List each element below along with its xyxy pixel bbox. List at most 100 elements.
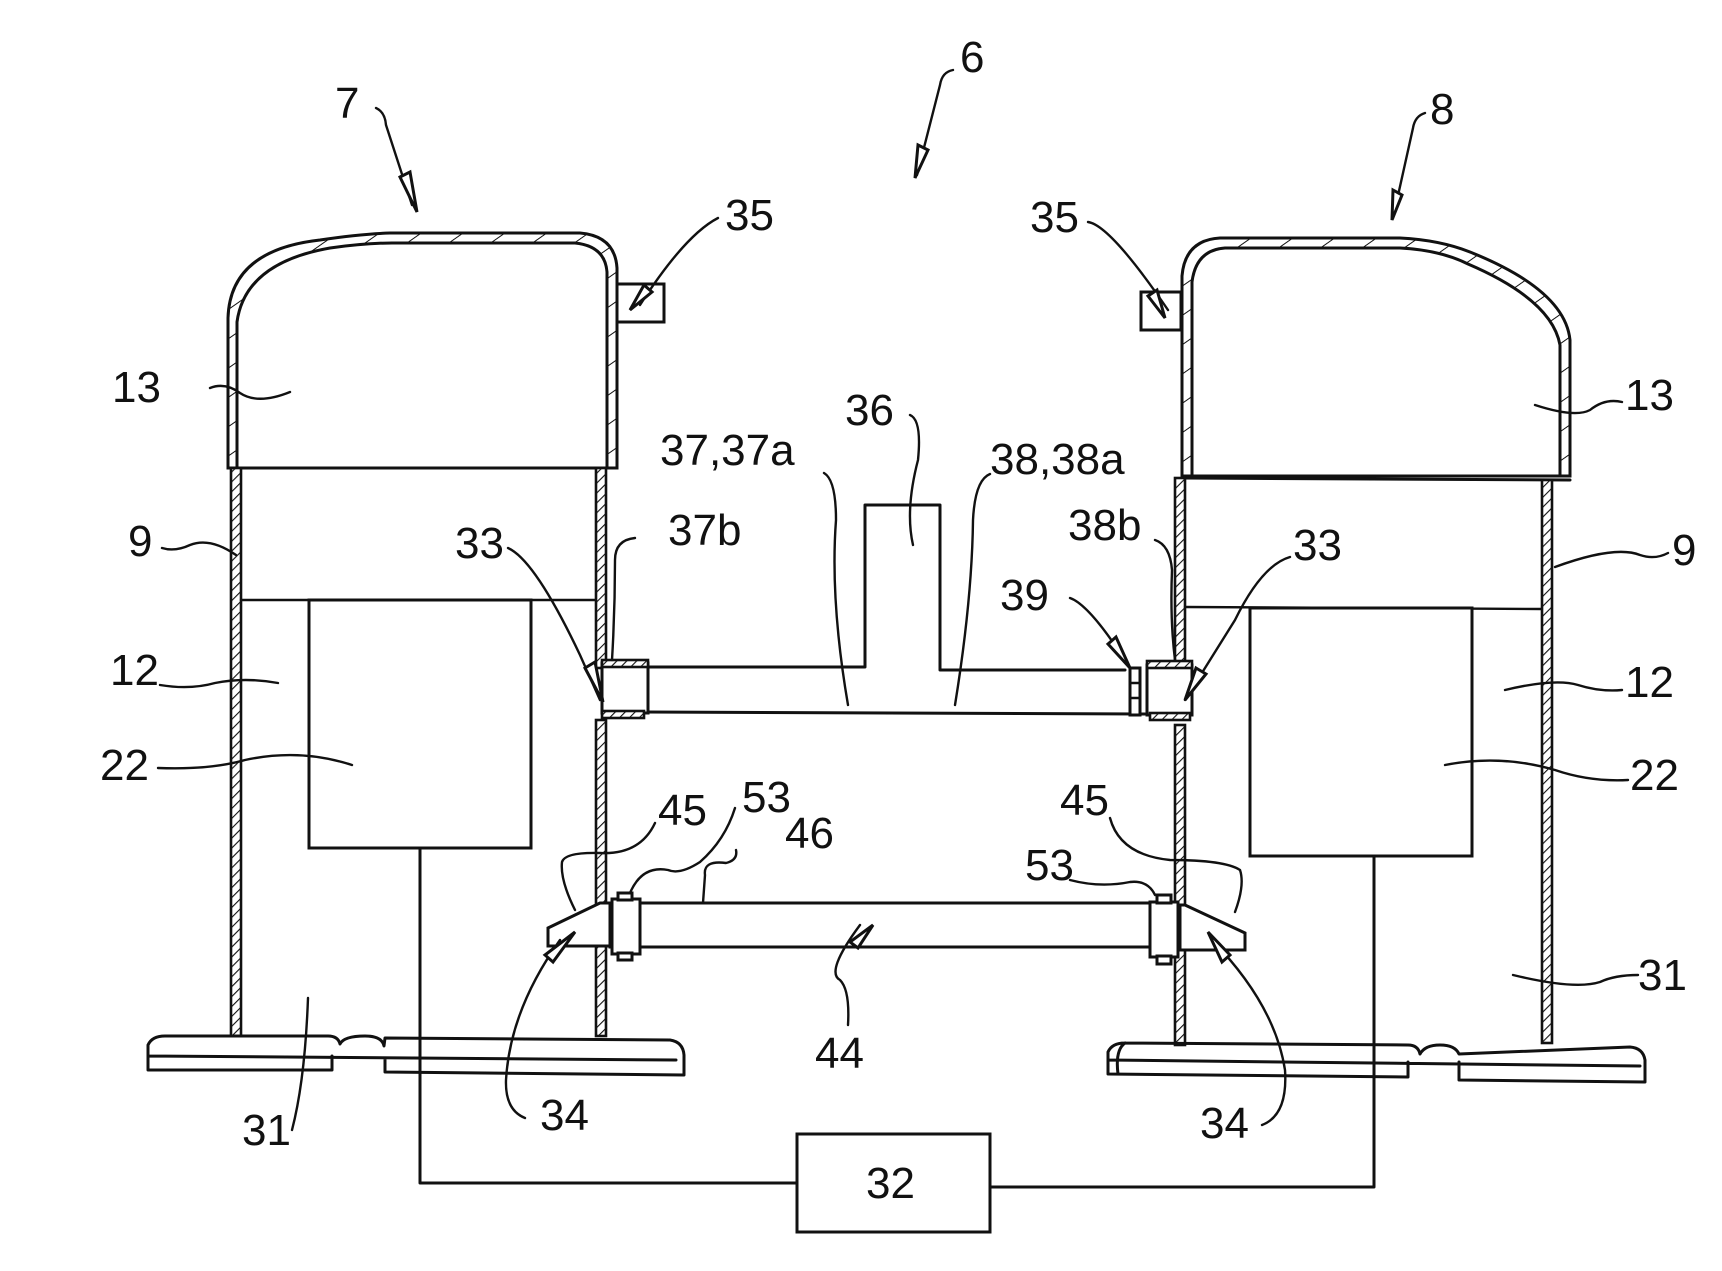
leader-8 [1391,111,1427,220]
label-suction-port-left: 33 [455,519,504,568]
wire-right [988,854,1376,1189]
label-middle-chamber-left: 12 [110,646,159,695]
leader-6 [915,68,955,177]
leader-22-left [156,753,354,770]
fitting-right [1145,663,1194,717]
compressor-left [146,231,686,1077]
label-shell-right: 9 [1672,526,1696,575]
reference-numerals: 7 6 8 35 35 13 13 36 37,37a 38,38a 9 9 3… [100,33,1696,1208]
label-nut-left: 53 [742,773,791,822]
suction-inlet-tee [643,503,1127,672]
label-suction-branch-left: 37,37a [660,426,795,475]
leader-37a [822,471,850,707]
label-oil-port-left: 34 [540,1091,589,1140]
restrictor [1128,666,1142,717]
leader-9-right [1553,550,1670,569]
label-flange-right: 45 [1060,776,1109,825]
arrow-34-right [1206,930,1233,965]
label-suction-port-right: 33 [1293,521,1342,570]
dome-cap-right-bottom [1180,476,1572,482]
motor-left [307,598,533,850]
label-controller: 32 [866,1159,915,1208]
dome-cap-left-inner [235,241,609,470]
label-middle-chamber-right: 12 [1625,658,1674,707]
label-suction-branch-right: 38,38a [990,435,1125,484]
leader-45-left [560,821,657,912]
label-suction-inlet: 36 [845,386,894,435]
shell-wall-right-inner-upper [1173,476,1187,670]
arrow-39 [1105,634,1132,670]
leader-34-right [1210,938,1287,1127]
leader-38a [953,472,992,707]
leader-34-left [504,938,562,1120]
label-upper-chamber-right: 13 [1625,371,1674,420]
label-shell-left: 9 [128,517,152,566]
label-nut-right: 53 [1025,841,1074,890]
leader-lines [156,68,1670,1132]
shell-wall-right-outer [1540,478,1554,1045]
nut-right-bottom [1155,954,1173,966]
oil-tube [608,901,1152,949]
leader-38b [1153,538,1177,662]
label-flange-left: 45 [658,786,707,835]
dome-cap-right-inner [1190,246,1562,478]
suction-manifold [600,503,1194,722]
fitting-right-top-hatch [1145,659,1194,670]
leader-12-left [158,678,280,689]
arrow-8 [1390,187,1404,221]
flange-left [546,901,612,948]
leader-9-left [160,541,238,557]
label-restrictor: 39 [1000,571,1049,620]
leader-13-right [1533,399,1624,415]
fitting-right-bottom-hatch [1148,711,1192,722]
arrow-6 [913,142,930,179]
controller-box [795,1132,992,1234]
label-motor-left: 22 [100,741,149,790]
flange-right [1178,903,1247,952]
oil-line [546,891,1247,966]
label-sensor-right: 35 [1030,193,1079,242]
label-oil-sump-right: 31 [1638,951,1687,1000]
suction-pipe-bottom [643,710,1147,716]
label-oil-line: 44 [815,1029,864,1078]
arrow-33-right [1183,665,1209,701]
leader-36 [908,413,921,547]
nut-left-bottom [616,951,634,962]
label-fitting-left: 37b [668,506,741,555]
leader-37b [610,536,637,662]
leader-12-right [1503,681,1624,692]
shell-wall-left-inner-upper [594,466,608,670]
nut-left-top [616,891,634,902]
leader-33-left [506,546,602,702]
label-oil-sump-left: 31 [242,1106,291,1155]
arrow-33-left [583,659,605,703]
control-circuit [418,846,1376,1234]
leader-53-right [1068,878,1157,897]
label-fitting-right: 38b [1068,501,1141,550]
leader-13-left [208,384,292,400]
base-plate-right [1106,1041,1647,1084]
arrow-7 [398,169,419,213]
nut-right [1148,900,1180,959]
leader-33-right [1183,555,1292,702]
leader-31-left [290,996,310,1132]
label-oil-tube: 46 [785,809,834,858]
leader-7 [374,106,414,207]
arrow-34-left [542,930,577,965]
leader-45-right [1108,816,1243,914]
label-upper-chamber-left: 13 [112,363,161,412]
leader-22-right [1443,759,1630,782]
label-compressor-right: 8 [1430,85,1454,134]
nut-left [610,897,642,956]
label-compressor-left: 7 [335,79,359,128]
shell-wall-right-inner-lower [1173,723,1187,1047]
fitting-left [600,661,650,715]
arrow-35-right [1145,287,1167,319]
wire-left [418,846,799,1185]
compressor-right [1106,236,1647,1084]
leader-46 [701,848,738,905]
arrow-35-left [628,282,655,312]
label-motor-right: 22 [1630,751,1679,800]
label-sensor-left: 35 [725,191,774,240]
